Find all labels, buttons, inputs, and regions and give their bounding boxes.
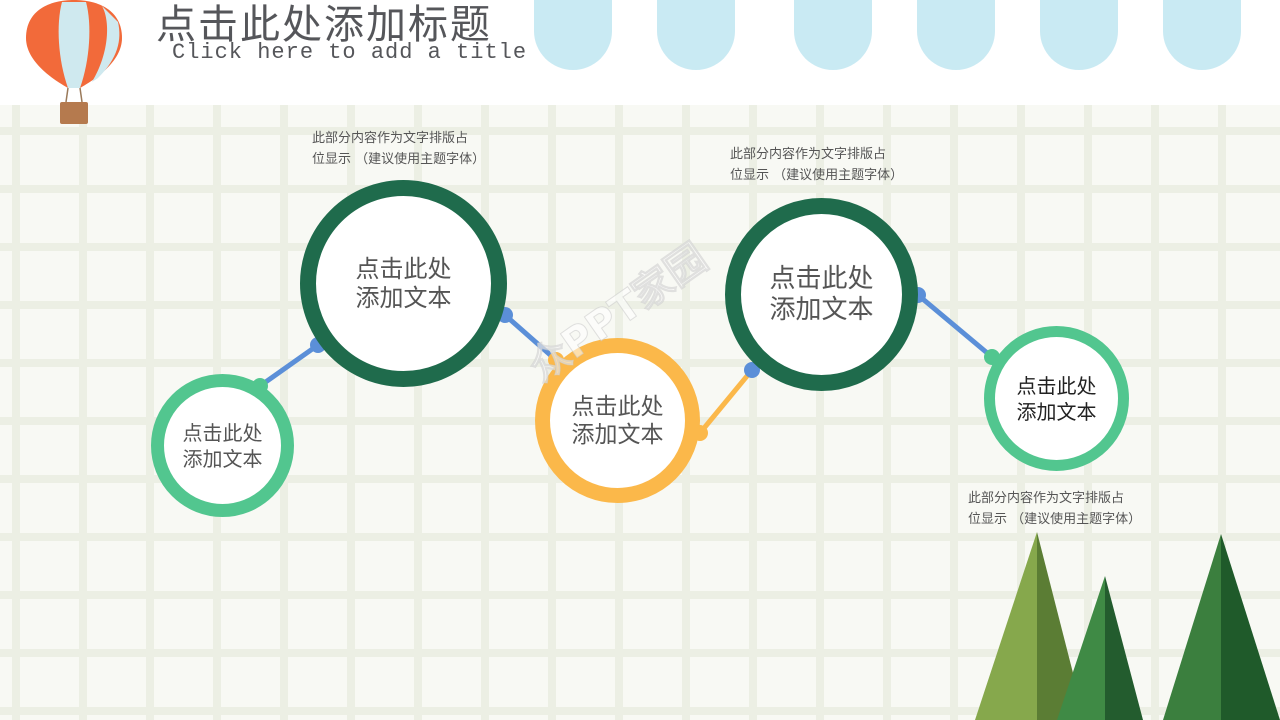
scallop-decoration [657, 0, 735, 70]
node-circle-5[interactable]: 点击此处 添加文本 [984, 326, 1129, 471]
connector-line [503, 313, 558, 362]
scallop-decoration [917, 0, 995, 70]
node-label[interactable]: 点击此处 添加文本 [1016, 373, 1097, 424]
page-subtitle[interactable]: Click here to add a title [172, 40, 528, 65]
node-circle-1[interactable]: 点击此处 添加文本 [151, 374, 294, 517]
note-text[interactable]: 此部分内容作为文字排版占 位显示 （建议使用主题字体） [968, 491, 1142, 527]
note-text[interactable]: 此部分内容作为文字排版占 位显示 （建议使用主题字体） [312, 131, 486, 167]
node-circle-2[interactable]: 点击此处 添加文本 [300, 180, 507, 387]
connector-line [698, 368, 754, 435]
page-title[interactable]: 点击此处添加标题 [156, 2, 492, 48]
connector-line [258, 342, 320, 389]
node-label[interactable]: 点击此处 添加文本 [182, 420, 263, 471]
scallop-decoration [534, 0, 612, 70]
scallop-decoration [1163, 0, 1241, 70]
node-label[interactable]: 点击此处 添加文本 [355, 254, 452, 312]
hot-air-balloon-icon [26, 0, 122, 124]
note-text[interactable]: 此部分内容作为文字排版占 位显示 （建议使用主题字体） [730, 147, 904, 183]
scallop-decoration [1040, 0, 1118, 70]
node-label[interactable]: 点击此处 添加文本 [571, 393, 664, 448]
pine-trees-decoration [975, 532, 1280, 720]
scallop-decoration [794, 0, 872, 70]
node-label[interactable]: 点击此处 添加文本 [769, 263, 874, 325]
connector-line [916, 293, 994, 359]
